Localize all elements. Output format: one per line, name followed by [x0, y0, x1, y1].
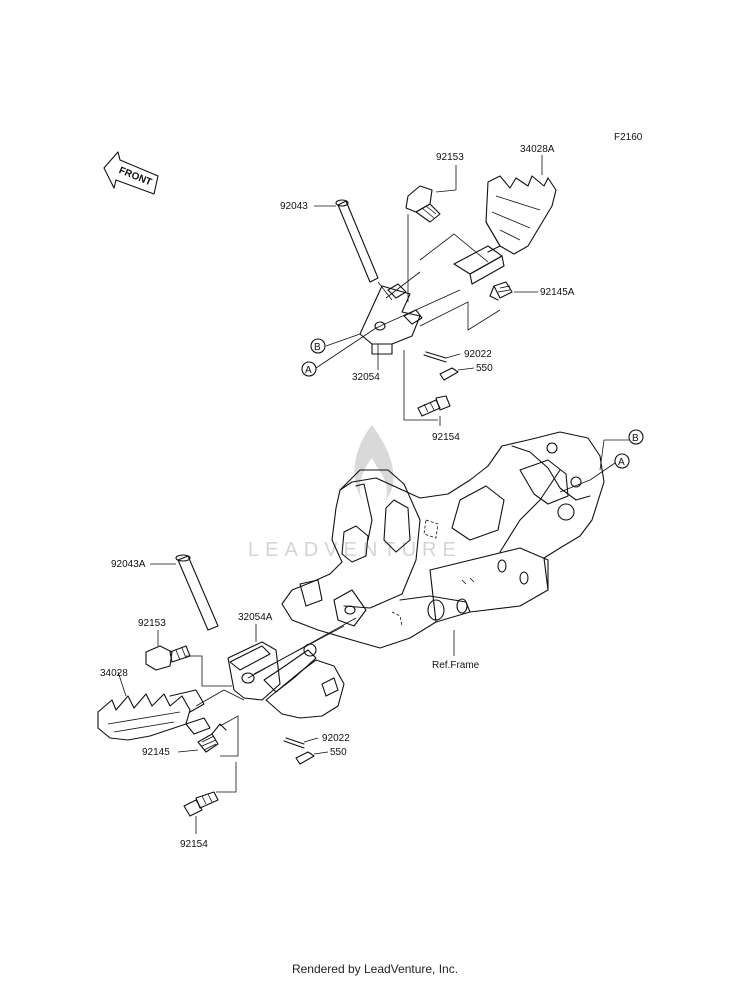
pin-550-top: [439, 367, 459, 381]
svg-text:B: B: [632, 433, 639, 444]
bolt-92154-top: [417, 395, 451, 417]
footer-credit: Rendered by LeadVenture, Inc.: [291, 962, 459, 976]
label-32054: 32054: [352, 372, 380, 383]
label-92022-bottom: 92022: [322, 733, 350, 744]
ref-circle-a-frame: A: [614, 453, 630, 469]
watermark-text: LEADVENTURE: [248, 539, 462, 561]
svg-text:A: A: [618, 457, 625, 468]
label-92153-top: 92153: [436, 152, 464, 163]
label-92043: 92043: [280, 201, 308, 212]
bracket-32054: [359, 283, 423, 355]
label-92043A: 92043A: [111, 559, 146, 570]
label-550-top: 550: [476, 363, 493, 374]
footpeg-34028A: [453, 175, 557, 285]
bolt-92153-bottom: [145, 645, 191, 671]
front-arrow-icon: FRONT: [103, 151, 159, 195]
bracket-plate: [265, 643, 345, 719]
footpeg-34028: [97, 689, 211, 741]
ref-circle-a-top: A: [301, 361, 317, 377]
label-34028A: 34028A: [520, 144, 555, 155]
pin-550-bottom: [295, 751, 315, 765]
ref-circle-b-frame: B: [628, 429, 644, 445]
label-34028: 34028: [100, 668, 128, 679]
watermark-logo: LEADVENTURE: [248, 425, 462, 561]
label-92022-top: 92022: [464, 349, 492, 360]
cotter-92022-bottom: [283, 737, 305, 749]
label-ref-frame: Ref.Frame: [432, 660, 480, 671]
spring-92145: [197, 723, 227, 753]
front-label: FRONT: [117, 165, 153, 188]
label-92154-top: 92154: [432, 432, 460, 443]
spring-92145A: [489, 281, 513, 301]
frame: [281, 431, 605, 649]
svg-text:A: A: [305, 365, 312, 376]
label-92145A: 92145A: [540, 287, 575, 298]
label-32054A: 32054A: [238, 612, 273, 623]
ref-circle-b-top: B: [310, 338, 326, 354]
pin-92043: [335, 199, 393, 301]
label-92153-bottom: 92153: [138, 618, 166, 629]
bolt-92154-bottom: [183, 791, 219, 817]
cotter-92022-top: [423, 351, 447, 363]
label-92145: 92145: [142, 747, 170, 758]
bracket-32054A: [227, 641, 317, 701]
label-92154-bottom: 92154: [180, 839, 208, 850]
pin-92043A: [175, 554, 219, 631]
label-550-bottom: 550: [330, 747, 347, 758]
diagram-code: F2160: [614, 132, 643, 143]
svg-text:B: B: [314, 342, 321, 353]
bolt-92153-top: [405, 185, 441, 223]
